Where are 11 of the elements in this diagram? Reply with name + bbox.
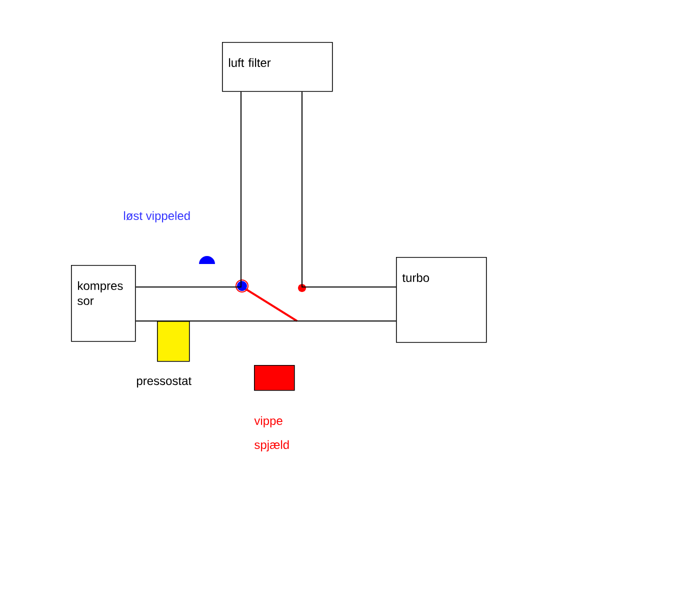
note-label: løst vippeled <box>124 211 190 222</box>
box-label: pressostat <box>136 377 192 388</box>
filter-box: luft filter <box>222 42 333 92</box>
pipe-line <box>302 91 396 288</box>
turbo-box: turbo <box>396 257 487 343</box>
compressor-box: kompres sor <box>71 265 136 342</box>
pressure-switch-box <box>157 321 190 362</box>
pipe-line <box>135 320 396 322</box>
pipe-line <box>135 91 242 288</box>
box-label: vippe spjæld <box>254 416 289 452</box>
flap-box <box>254 365 295 391</box>
